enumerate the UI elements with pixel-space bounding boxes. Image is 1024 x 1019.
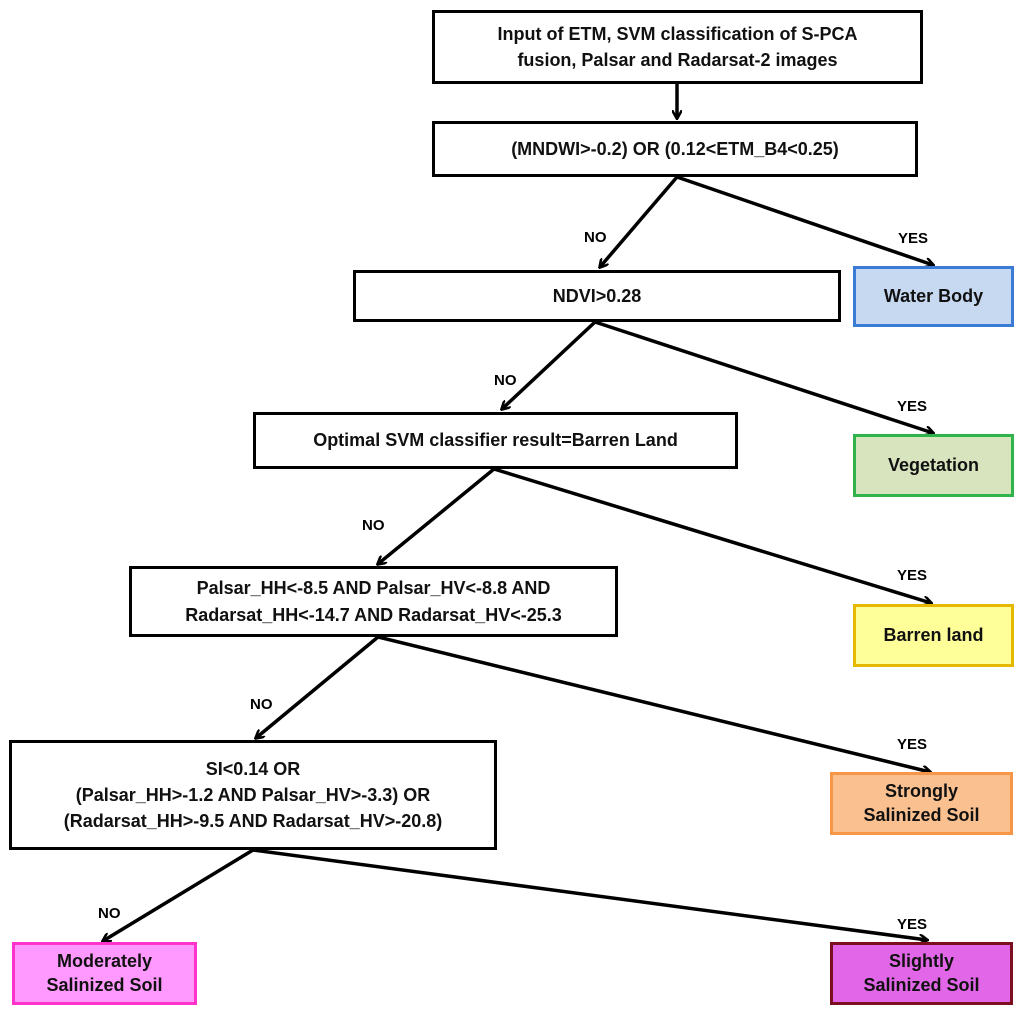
decision-mndwi-box: (MNDWI>-0.2) OR (0.12<ETM_B4<0.25) — [432, 121, 918, 177]
outcome-water-body: Water Body — [853, 266, 1014, 327]
decision-radar-threshold-box: Palsar_HH<-8.5 AND Palsar_HV<-8.8 AND Ra… — [129, 566, 618, 637]
decision-radar-line-2: Radarsat_HH<-14.7 AND Radarsat_HV<-25.3 — [185, 604, 562, 625]
arrow-d2-no — [502, 320, 597, 409]
edge-label-no-2: NO — [494, 372, 517, 389]
arrow-d3-yes — [493, 467, 931, 603]
arrow-d5-yes — [252, 848, 927, 940]
arrow-d3-no — [378, 467, 496, 564]
outcome-strongly-line-1: Strongly — [884, 781, 958, 802]
edge-label-yes-2: YES — [897, 398, 928, 415]
edge-label-yes-4: YES — [897, 736, 928, 753]
outcome-moderately-line-2: Salinized Soil — [46, 974, 163, 995]
edge-label-no-3: NO — [362, 517, 385, 534]
decision-ndvi-text: NDVI>0.28 — [552, 285, 642, 306]
decision-si-line-1: SI<0.14 OR — [205, 758, 301, 779]
outcome-barren-land-label: Barren land — [883, 625, 984, 646]
outcome-water-body-label: Water Body — [883, 286, 984, 307]
edge-label-no-1: NO — [584, 229, 607, 246]
edge-label-yes-3: YES — [897, 567, 928, 584]
arrow-d4-yes — [377, 635, 930, 772]
outcome-slightly-line-1: Slightly — [888, 951, 954, 972]
decision-si-line-2: (Palsar_HH>-1.2 AND Palsar_HV>-3.3) OR — [75, 784, 431, 805]
input-line-1: Input of ETM, SVM classification of S-PC… — [497, 23, 858, 44]
arrow-d1-no — [600, 175, 679, 267]
edge-label-yes-5: YES — [897, 916, 928, 933]
outcome-slightly-line-2: Salinized Soil — [863, 974, 980, 995]
decision-mndwi-text: (MNDWI>-0.2) OR (0.12<ETM_B4<0.25) — [511, 138, 839, 159]
outcome-slightly-salinized: Slightly Salinized Soil — [830, 942, 1013, 1005]
arrow-d1-yes — [676, 175, 933, 265]
outcome-vegetation-label: Vegetation — [887, 455, 980, 476]
outcome-strongly-line-2: Salinized Soil — [863, 804, 980, 825]
edge-label-no-4: NO — [250, 696, 273, 713]
arrow-d2-yes — [594, 320, 933, 433]
edge-label-no-5: NO — [98, 905, 121, 922]
outcome-strongly-salinized: Strongly Salinized Soil — [830, 772, 1013, 835]
outcome-vegetation: Vegetation — [853, 434, 1014, 497]
decision-si-box: SI<0.14 OR (Palsar_HH>-1.2 AND Palsar_HV… — [9, 740, 497, 850]
arrow-d4-no — [256, 635, 380, 738]
arrow-d5-no — [103, 848, 254, 941]
decision-svm-box: Optimal SVM classifier result=Barren Lan… — [253, 412, 738, 469]
decision-ndvi-box: NDVI>0.28 — [353, 270, 841, 322]
decision-radar-line-1: Palsar_HH<-8.5 AND Palsar_HV<-8.8 AND — [196, 578, 551, 599]
input-box: Input of ETM, SVM classification of S-PC… — [432, 10, 923, 84]
decision-si-line-3: (Radarsat_HH>-9.5 AND Radarsat_HV>-20.8) — [63, 811, 443, 832]
input-line-2: fusion, Palsar and Radarsat-2 images — [517, 50, 838, 70]
decision-svm-text: Optimal SVM classifier result=Barren Lan… — [313, 430, 678, 451]
outcome-moderately-salinized: Moderately Salinized Soil — [12, 942, 197, 1005]
outcome-barren-land: Barren land — [853, 604, 1014, 667]
outcome-moderately-line-1: Moderately — [56, 951, 153, 972]
edge-label-yes-1: YES — [898, 230, 929, 247]
